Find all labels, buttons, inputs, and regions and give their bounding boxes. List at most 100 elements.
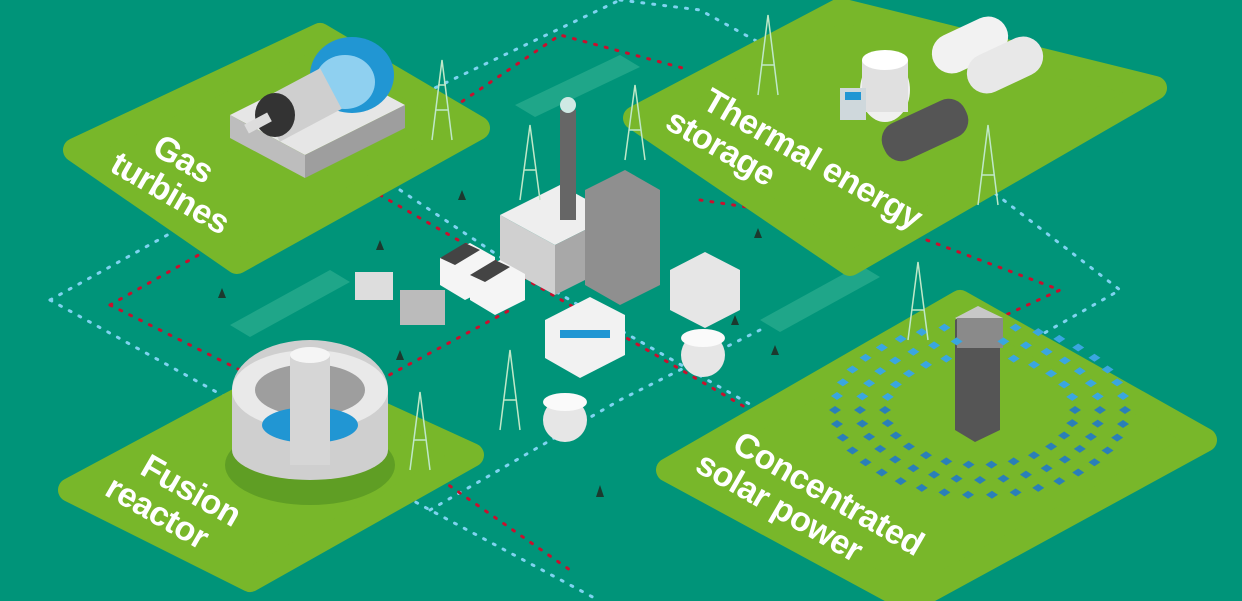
heliostat-mirror [938, 323, 951, 332]
heliostat-mirror [879, 406, 891, 414]
heliostat-mirror [889, 380, 902, 389]
heliostat-mirror [1009, 323, 1022, 332]
heliostat-mirror [1027, 451, 1040, 460]
heliostat-mirror [1053, 477, 1066, 486]
heliostat-mirror [836, 433, 849, 442]
heliostat-mirror [902, 369, 915, 378]
heliostat-mirror [1058, 356, 1071, 365]
heliostat-mirror [1088, 458, 1101, 467]
heliostat-mirror [889, 455, 902, 464]
heliostat-mirror [1084, 432, 1097, 441]
heliostat-mirror [836, 378, 849, 387]
heliostat-mirror [856, 419, 869, 428]
heliostat-mirror [1073, 367, 1086, 376]
heliostat-mirror [997, 337, 1010, 346]
heliostat-mirror [1094, 406, 1106, 414]
heliostat-mirror [829, 406, 841, 414]
central-power-plant [355, 97, 740, 442]
heliostat-mirror [1032, 483, 1045, 492]
heliostat-mirror [889, 431, 902, 440]
heliostat-mirror [928, 470, 941, 479]
heliostat-mirror [962, 460, 975, 469]
heliostat-mirror [920, 360, 933, 369]
heliostat-mirror [1009, 488, 1022, 497]
trees [218, 190, 779, 497]
heliostat-mirror [1117, 419, 1130, 428]
heliostat-mirror [1058, 431, 1071, 440]
heliostat-mirror [1072, 468, 1085, 477]
heliostat-mirror [1111, 433, 1124, 442]
heliostat-mirror [1040, 464, 1053, 473]
heliostat-mirror [1045, 369, 1058, 378]
power-pylons [409, 14, 999, 471]
heliostat-mirror [875, 468, 888, 477]
heliostat-mirror [962, 490, 975, 499]
gas-turbine-illustration [230, 37, 405, 178]
heliostat-mirror [1119, 406, 1131, 414]
thermal-storage-illustration [840, 16, 1044, 162]
heliostat-mirror [875, 343, 888, 352]
heliostat-mirror [985, 460, 998, 469]
heliostat-mirror [1019, 470, 1032, 479]
heliostat-mirror [974, 476, 986, 484]
heliostat-mirror [881, 419, 894, 428]
heliostat-mirror [854, 406, 866, 414]
heliostat-mirror [1066, 419, 1079, 428]
heliostat-mirror [894, 334, 907, 343]
heliostat-mirror [928, 341, 941, 350]
heliostat-mirror [1027, 360, 1040, 369]
heliostat-mirror [1069, 406, 1081, 414]
heliostat-mirror [902, 442, 915, 451]
heliostat-mirror [915, 328, 928, 337]
heliostat-mirror [859, 353, 872, 362]
heliostat-mirror [920, 451, 933, 460]
heliostat-mirror [1058, 455, 1071, 464]
heliostat-mirror [894, 477, 907, 486]
heliostat-mirror [1045, 442, 1058, 451]
heliostat-mirror [940, 354, 953, 363]
heliostat-mirror [1032, 328, 1045, 337]
heliostat-mirror [846, 365, 859, 374]
heliostat-mirror [1019, 341, 1032, 350]
heliostat-mirror [881, 392, 894, 401]
heliostat-mirror [889, 356, 902, 365]
heliostat-mirror [915, 483, 928, 492]
heliostat-mirror [1101, 446, 1114, 455]
heliostat-mirror [874, 367, 887, 376]
heliostat-mirror [1091, 419, 1104, 428]
heliostat-mirror [1091, 392, 1104, 401]
heliostat-mirror [856, 392, 869, 401]
heliostat-mirror [907, 347, 920, 356]
heliostat-mirror [1117, 392, 1130, 401]
heliostat-mirror [1084, 379, 1097, 388]
heliostat-mirror [830, 392, 843, 401]
heliostat-mirror [997, 474, 1010, 483]
heliostat-mirror [1088, 353, 1101, 362]
heliostat-mirror [846, 446, 859, 455]
heliostat-mirror [863, 432, 876, 441]
heliostat-mirror [863, 379, 876, 388]
heliostat-mirror [1053, 334, 1066, 343]
heliostat-mirror [1007, 457, 1020, 466]
heliostat-mirror [1073, 444, 1086, 453]
heliostat-mirror [1007, 354, 1020, 363]
heliostat-mirror [874, 444, 887, 453]
heliostat-mirror [1101, 365, 1114, 374]
heliostat-mirror [1072, 343, 1085, 352]
heliostat-mirror [950, 474, 963, 483]
fusion-reactor-illustration [225, 340, 395, 505]
solar-tower-illustration [955, 306, 1003, 442]
heliostat-mirror [940, 457, 953, 466]
heliostat-field [829, 323, 1131, 499]
heliostat-mirror [1058, 380, 1071, 389]
heliostat-mirror [859, 458, 872, 467]
heliostat-mirror [950, 337, 963, 346]
heliostat-mirror [1066, 392, 1079, 401]
road-markings [230, 55, 880, 337]
heliostat-mirror [830, 419, 843, 428]
heliostat-mirror [907, 464, 920, 473]
heliostat-mirror [1040, 347, 1053, 356]
heliostat-mirror [938, 488, 951, 497]
heliostat-mirror [985, 490, 998, 499]
